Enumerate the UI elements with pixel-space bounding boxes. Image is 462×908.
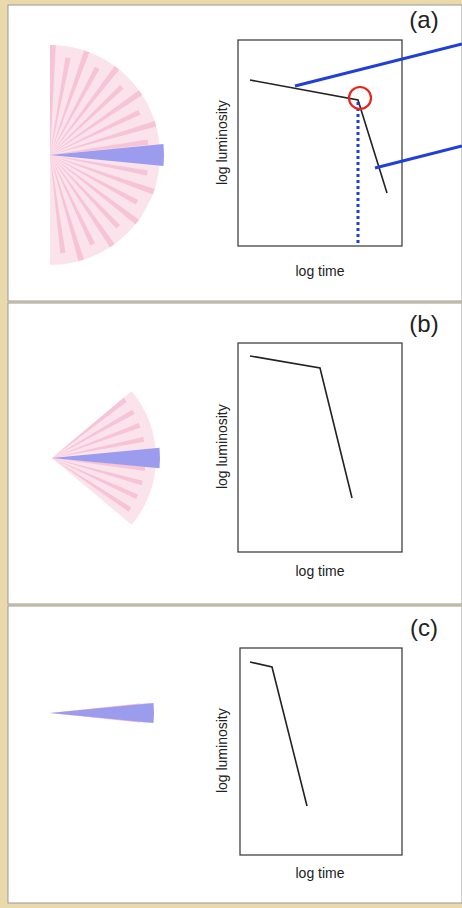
fan-ray: [50, 155, 84, 261]
fan-ray: [52, 458, 131, 512]
light-curve: [250, 80, 387, 193]
light-curve: [250, 356, 352, 498]
light-curve: [250, 662, 307, 806]
plot-box: [238, 343, 402, 552]
jet-fan: [52, 391, 160, 525]
panel-letter: (b): [409, 311, 438, 337]
axis-label: log time: [295, 866, 344, 881]
jet-core: [52, 448, 160, 469]
panel-letter: (a): [409, 7, 438, 33]
plot-box: [238, 40, 402, 246]
plot-box: [240, 648, 402, 855]
axis-label: log luminosity: [214, 709, 229, 794]
jet-break-circle: [349, 87, 371, 109]
fan-ray: [52, 410, 135, 458]
fan-ray: [50, 155, 139, 224]
axis-label: log luminosity: [214, 405, 229, 490]
pointer-line: [295, 44, 462, 86]
panel-letter: (c): [410, 615, 438, 641]
fan-ray: [50, 155, 65, 253]
fan-ray: [52, 398, 127, 458]
pointer-line: [375, 146, 462, 168]
panel: [8, 5, 462, 301]
fan-ray: [50, 66, 119, 155]
panel: [8, 606, 462, 903]
axis-label: log time: [295, 264, 344, 279]
jet-fan: [50, 45, 164, 265]
panel: [8, 303, 462, 604]
axis-label: log luminosity: [214, 101, 229, 186]
jet-fan: [50, 703, 154, 724]
break-time-marker: [357, 102, 360, 246]
axis-label: log time: [295, 564, 344, 579]
jet-core: [50, 144, 164, 166]
jet-core: [50, 703, 154, 723]
